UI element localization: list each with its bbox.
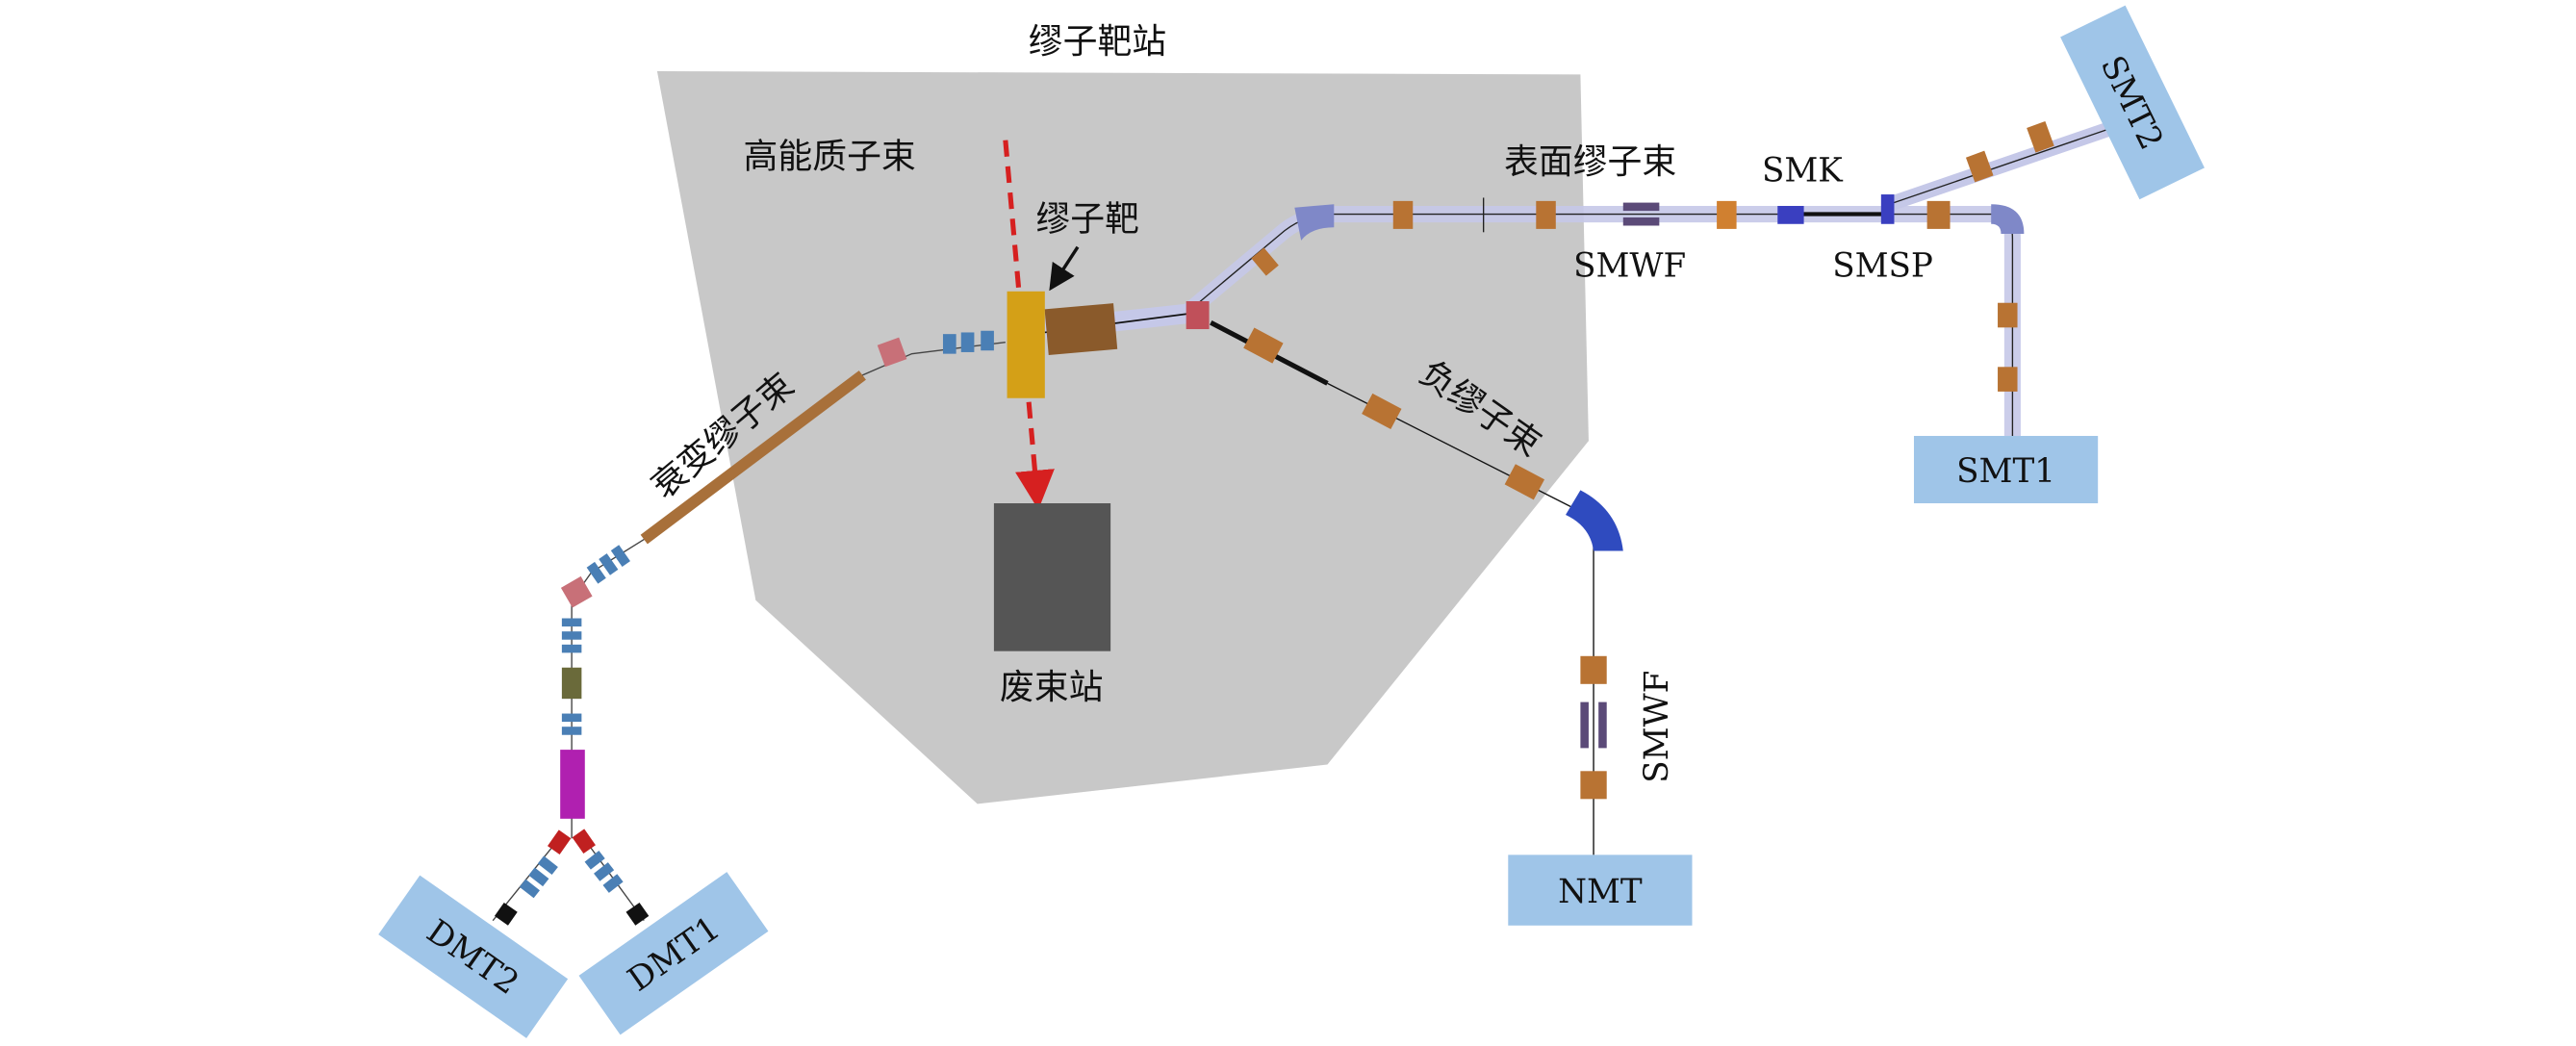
bend-magnet xyxy=(1991,204,2025,235)
smwf-negative-label: SMWF xyxy=(1638,671,1676,783)
beam-dump-label: 废束站 xyxy=(1000,668,1104,707)
smsp-septum xyxy=(1880,194,1895,224)
terminal-dmt1[interactable]: DMT1 xyxy=(578,872,769,1035)
bend-magnet xyxy=(560,575,593,608)
terminal-dmt2[interactable]: DMT2 xyxy=(378,875,569,1038)
quadrupole xyxy=(960,332,975,352)
quadrupole xyxy=(1580,771,1607,800)
bend-magnet xyxy=(877,337,907,368)
quadrupole xyxy=(1717,200,1737,229)
muon-target xyxy=(1007,291,1045,398)
smwf-separator xyxy=(1598,702,1607,749)
kicker xyxy=(560,750,585,819)
terminal-smt2[interactable]: SMT2 xyxy=(2060,5,2205,200)
proton-beam-label: 高能质子束 xyxy=(744,138,916,177)
terminal-smt1[interactable]: SMT1 xyxy=(1913,436,2099,504)
smsp-label: SMSP xyxy=(1832,246,1933,285)
bend-magnet xyxy=(1566,490,1623,551)
quadrupole xyxy=(1243,327,1284,364)
smwf-separator xyxy=(1580,702,1589,749)
surface-muon-beam-label: 表面缪子束 xyxy=(1504,142,1676,182)
negative-muon-beamline xyxy=(1210,319,1623,855)
station-title: 缪子靶站 xyxy=(1029,22,1166,62)
smk-kicker xyxy=(1777,205,1804,224)
proton-beam-line xyxy=(1003,140,1055,510)
surface-muon-beamline xyxy=(1177,118,2122,437)
bend-magnet xyxy=(1186,301,1210,330)
quadrupole xyxy=(981,330,994,351)
muon-target-label: 缪子靶 xyxy=(1035,200,1139,240)
terminal-nmt[interactable]: NMT xyxy=(1508,855,1693,926)
smt1-label: SMT1 xyxy=(1956,452,2055,491)
decay-muon-beamline xyxy=(492,330,1006,926)
quadrupole xyxy=(1504,464,1545,500)
decay-solenoid xyxy=(640,370,866,545)
smk-label: SMK xyxy=(1762,151,1844,190)
quadrupole xyxy=(1251,247,1279,276)
quadrupole xyxy=(1965,150,1994,183)
quadrupole xyxy=(2027,120,2054,153)
quadrupole xyxy=(1998,367,2018,392)
quadrupole xyxy=(1580,655,1607,684)
quadrupole xyxy=(942,334,956,354)
target-assembly xyxy=(1007,291,1210,398)
beam-dump xyxy=(993,503,1111,651)
nmt-label: NMT xyxy=(1558,873,1643,911)
smwf-separator xyxy=(1622,217,1660,226)
bend-magnet xyxy=(572,829,596,855)
quadrupole xyxy=(1998,302,2018,328)
quadrupole xyxy=(1926,200,1951,229)
bend-magnet xyxy=(1294,204,1335,241)
smwf-separator xyxy=(1622,202,1660,212)
capture-solenoid xyxy=(1044,303,1118,355)
quadrupole xyxy=(1536,200,1556,229)
quadrupole xyxy=(1362,393,1402,429)
bend-magnet xyxy=(548,829,572,855)
muon-target-station-area xyxy=(656,71,1589,804)
separator xyxy=(561,667,582,700)
quadrupole xyxy=(1392,200,1414,229)
smwf-surface-label: SMWF xyxy=(1573,246,1686,285)
target-pointer-arrow xyxy=(1049,245,1080,292)
